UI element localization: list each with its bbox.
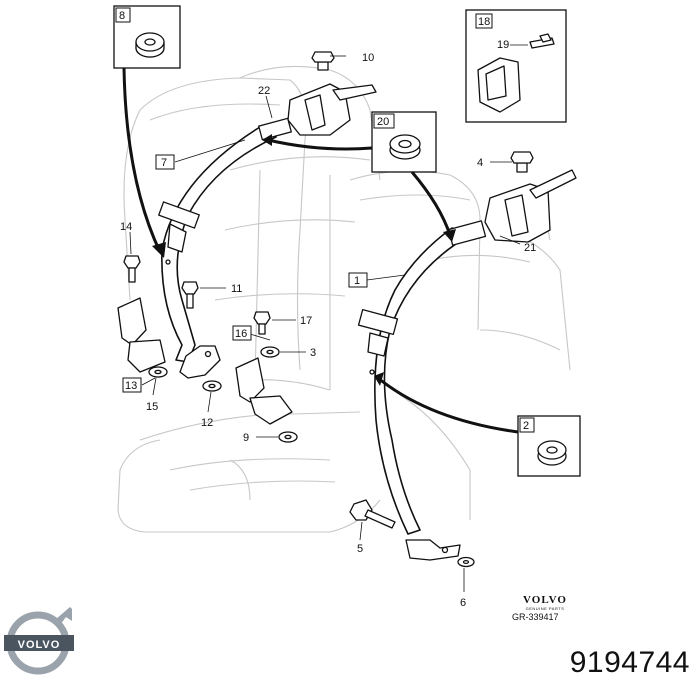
callout-14: 14 bbox=[120, 221, 132, 233]
callout-12: 12 bbox=[201, 417, 213, 429]
callout-18: 18 bbox=[478, 16, 490, 28]
volvo-iron-mark-logo: VOLVO bbox=[4, 607, 74, 675]
callout-16: 16 bbox=[235, 328, 247, 340]
middle-buckle bbox=[235, 357, 293, 425]
right-seat-belt bbox=[357, 227, 471, 561]
brand-mark: VOLVO GENUINE PARTS bbox=[515, 594, 575, 612]
callout-8: 8 bbox=[119, 10, 125, 22]
bolt-17 bbox=[253, 311, 271, 335]
inset-8: 8 bbox=[113, 5, 181, 69]
callout-1: 1 bbox=[354, 275, 360, 287]
bolt-5 bbox=[349, 499, 396, 529]
upper-right-retractor bbox=[447, 151, 577, 246]
leader-lines bbox=[129, 55, 521, 592]
bolt-14 bbox=[123, 255, 141, 283]
callout-11: 11 bbox=[231, 283, 242, 295]
callout-4: 4 bbox=[477, 157, 483, 169]
callout-6: 6 bbox=[460, 597, 466, 609]
callout-15: 15 bbox=[146, 401, 158, 413]
callout-20: 20 bbox=[377, 116, 389, 128]
inset-18: 18 19 bbox=[465, 9, 567, 123]
callout-19: 19 bbox=[497, 39, 509, 51]
logo-text: VOLVO bbox=[18, 639, 61, 651]
drawing-reference: GR-339417 bbox=[512, 612, 559, 622]
brand-subtext: GENUINE PARTS bbox=[525, 606, 565, 611]
bolt-11 bbox=[181, 281, 199, 309]
callout-13: 13 bbox=[125, 380, 137, 392]
callout-10: 10 bbox=[362, 52, 374, 64]
callout-7: 7 bbox=[161, 157, 167, 169]
callout-5: 5 bbox=[357, 543, 363, 555]
callout-3: 3 bbox=[310, 347, 316, 359]
inset-arrows bbox=[122, 67, 519, 434]
inset-2: 2 bbox=[517, 415, 581, 477]
left-buckle bbox=[117, 297, 166, 373]
part-number: 9194744 bbox=[569, 646, 690, 679]
callout-2: 2 bbox=[523, 420, 529, 432]
callout-9: 9 bbox=[243, 432, 249, 444]
brand-text: VOLVO bbox=[523, 594, 567, 606]
rear-seat-outline bbox=[117, 65, 571, 533]
callout-labels: 10 22 7 4 14 21 1 11 17 16 3 13 15 12 9 … bbox=[120, 52, 536, 609]
left-seat-belt bbox=[158, 126, 277, 379]
inset-20: 20 bbox=[371, 111, 437, 173]
callout-22: 22 bbox=[258, 85, 270, 97]
washers bbox=[148, 346, 475, 568]
upper-left-retractor bbox=[258, 51, 377, 141]
callout-21: 21 bbox=[524, 242, 536, 254]
callout-17: 17 bbox=[300, 315, 312, 327]
